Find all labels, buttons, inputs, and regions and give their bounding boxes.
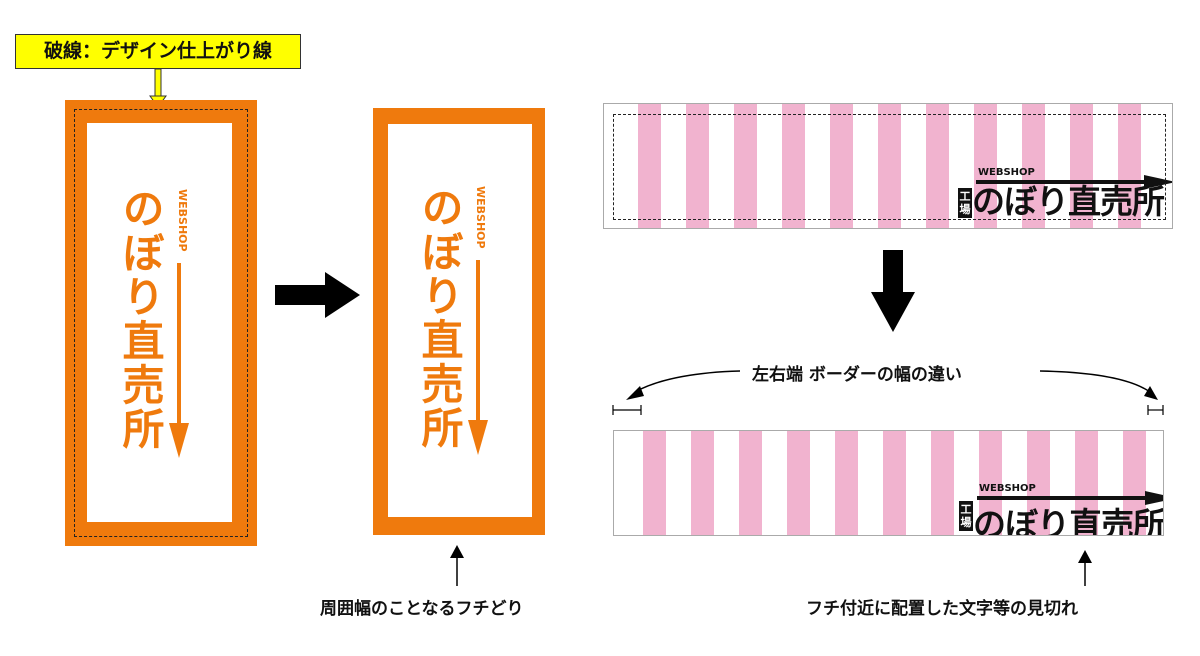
dimension-left-icon bbox=[612, 405, 642, 415]
pink-stripe bbox=[883, 431, 906, 535]
pink-stripe bbox=[974, 104, 997, 228]
pink-stripe bbox=[691, 431, 714, 535]
right-arrow-icon bbox=[275, 272, 360, 318]
logo-kou-badge: 工場 bbox=[958, 188, 972, 218]
banner-web-label: WEBSHOP bbox=[176, 189, 189, 252]
caption-cutoff: フチ付近に配置した文字等の見切れ bbox=[806, 599, 1078, 619]
logo: 工場 のぼり直売所 WEBSHOP bbox=[959, 483, 1164, 536]
pink-stripe bbox=[734, 104, 757, 228]
pink-stripe bbox=[835, 431, 858, 535]
banner-title: のぼり直売所 bbox=[116, 187, 165, 451]
logo-web-label: WEBSHOP bbox=[978, 167, 1035, 178]
pink-stripe bbox=[926, 104, 949, 228]
horizontal-banner-design: 工場 のぼり直売所 WEBSHOP bbox=[603, 103, 1173, 229]
pink-stripe bbox=[739, 431, 762, 535]
down-arrow-icon bbox=[468, 260, 488, 455]
finish-line-callout: 破線：デザイン仕上がり線 bbox=[15, 34, 301, 69]
pink-stripe bbox=[931, 431, 954, 535]
pink-stripe bbox=[878, 104, 901, 228]
down-arrow-icon bbox=[169, 263, 189, 458]
vertical-banner-design: のぼり直売所 WEBSHOP bbox=[65, 100, 257, 546]
pink-stripe bbox=[782, 104, 805, 228]
logo-title: のぼり直売所 bbox=[973, 505, 1164, 536]
logo-title: のぼり直売所 bbox=[972, 182, 1165, 221]
finish-dashed-line bbox=[613, 114, 1166, 220]
logo-web-label: WEBSHOP bbox=[979, 483, 1036, 494]
up-arrow-icon bbox=[450, 545, 464, 586]
horizontal-banner-printed: 工場 のぼり直売所 WEBSHOP bbox=[613, 430, 1164, 536]
logo-kou-badge: 工場 bbox=[959, 501, 973, 531]
pink-stripe bbox=[643, 431, 666, 535]
curved-arrow-right-icon bbox=[1039, 370, 1158, 400]
pink-stripe bbox=[1123, 431, 1146, 535]
pink-stripe bbox=[787, 431, 810, 535]
dimension-right-icon bbox=[1147, 405, 1164, 415]
pink-stripe bbox=[830, 104, 853, 228]
caption-edge-diff: 左右端 ボーダーの幅の違い bbox=[752, 365, 962, 385]
pink-stripe bbox=[686, 104, 709, 228]
pink-stripe bbox=[1070, 104, 1093, 228]
pink-stripe bbox=[979, 431, 1002, 535]
pink-stripe bbox=[1022, 104, 1045, 228]
logo: 工場 のぼり直売所 WEBSHOP bbox=[958, 167, 1172, 221]
up-arrow-icon bbox=[1078, 550, 1092, 586]
banner-web-label: WEBSHOP bbox=[474, 186, 487, 249]
pink-stripe bbox=[1027, 431, 1050, 535]
curved-arrow-left-icon bbox=[626, 370, 741, 400]
finish-dashed-line bbox=[74, 109, 248, 537]
right-arrow-icon bbox=[977, 491, 1163, 505]
right-arrow-icon bbox=[976, 175, 1172, 189]
pink-stripe bbox=[1118, 104, 1141, 228]
down-arrow-icon bbox=[871, 250, 915, 332]
banner-title: のぼり直売所 bbox=[415, 186, 464, 450]
vertical-banner-printed: のぼり直売所 WEBSHOP bbox=[373, 108, 545, 535]
pink-stripe bbox=[638, 104, 661, 228]
pink-stripe bbox=[1075, 431, 1098, 535]
caption-border-width: 周囲幅のことなるフチどり bbox=[320, 599, 524, 619]
